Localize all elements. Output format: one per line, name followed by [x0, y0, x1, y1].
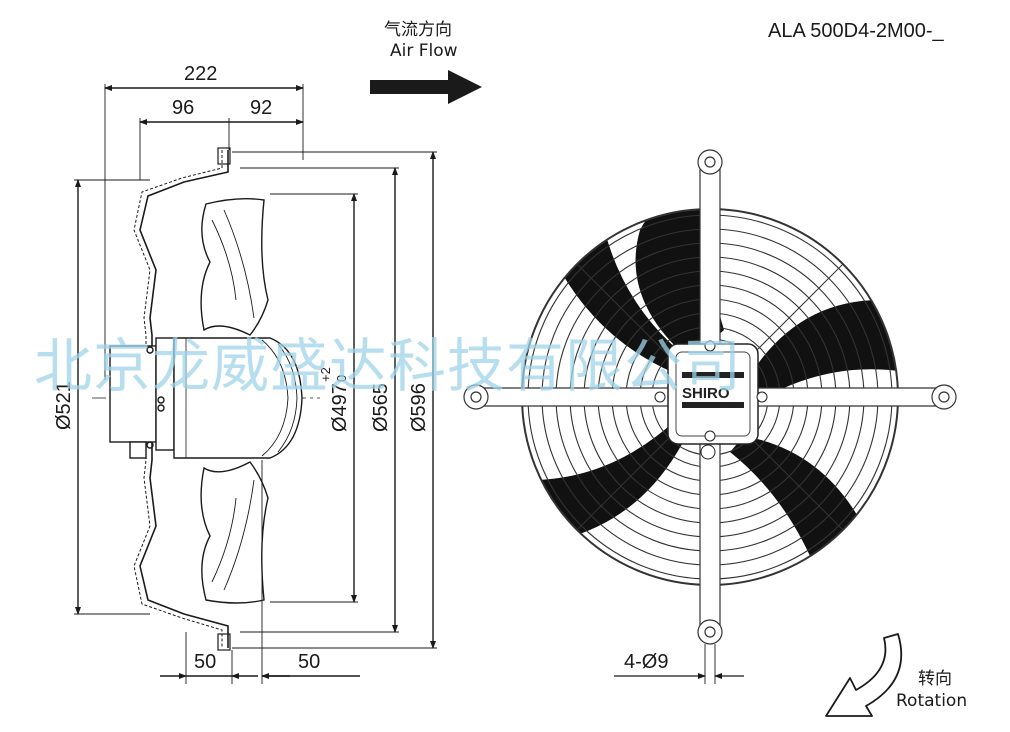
rotation-indicator — [825, 633, 903, 717]
airflow-label-cn: 气流方向 — [384, 20, 452, 40]
rotation-label-cn: 转向 — [918, 669, 952, 689]
dim-left-depth: 96 — [172, 97, 194, 119]
airflow-indicator: 气流方向 Air Flow — [370, 20, 482, 104]
side-view — [74, 84, 437, 684]
dia-497-label: Ø497 — [329, 383, 351, 432]
dia-497-tol-lower: 0 — [334, 375, 349, 382]
airflow-label-en: Air Flow — [390, 41, 458, 61]
mounting-bars — [463, 149, 957, 645]
front-view: SHIRO 4-Ø9 转向 Rotation — [463, 149, 967, 717]
dim-bottom-left: 50 — [194, 651, 216, 673]
rotation-label-en: Rotation — [896, 691, 967, 711]
dia-521-label: Ø521 — [53, 381, 75, 430]
brand-label: SHIRO — [682, 385, 730, 402]
dia-565-label: Ø565 — [370, 383, 392, 432]
dia-596-label: Ø596 — [408, 383, 430, 432]
dim-right-depth: 92 — [250, 97, 272, 119]
company-watermark: 北京龙威盛达科技有限公司 — [34, 332, 742, 400]
mount-hole-dim — [614, 644, 744, 684]
dia-497-tol-upper: +2 — [318, 367, 333, 382]
dim-bottom-right: 50 — [298, 651, 320, 673]
dim-overall-depth: 222 — [184, 63, 217, 85]
airflow-arrow-icon — [370, 70, 482, 104]
fan-hub — [654, 340, 768, 460]
mount-holes-label: 4-Ø9 — [624, 651, 668, 673]
rotation-arrow-icon — [825, 633, 903, 717]
model-number: ALA 500D4-2M00-_ — [768, 20, 945, 42]
